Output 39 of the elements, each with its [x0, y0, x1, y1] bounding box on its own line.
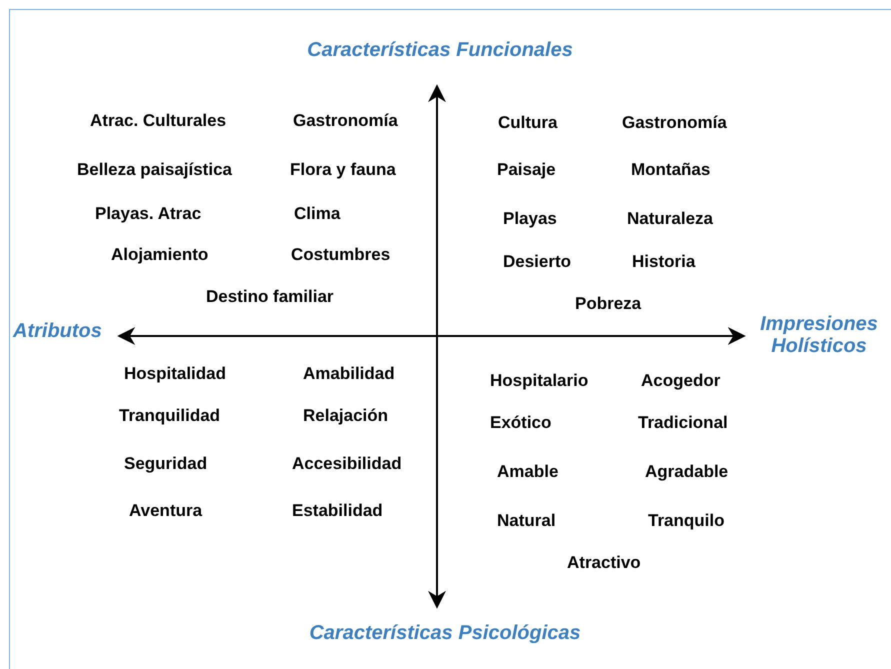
quadrant-term: Tranquilo: [648, 511, 724, 531]
quadrant-term: Accesibilidad: [292, 454, 402, 474]
quadrant-term: Hospitalario: [490, 371, 588, 391]
quadrant-term: Montañas: [631, 160, 710, 180]
axis-title: Características Psicológicas: [309, 622, 581, 644]
quadrant-term: Pobreza: [575, 294, 642, 314]
quadrant-term: Playas. Atrac: [95, 204, 202, 224]
quadrant-term: Naturaleza: [627, 209, 713, 229]
quadrant-term: Gastronomía: [293, 111, 398, 131]
quadrant-term: Playas: [503, 209, 557, 229]
quadrant-term: Alojamiento: [111, 245, 208, 265]
quadrant-term: Estabilidad: [292, 501, 383, 521]
quadrant-term: Paisaje: [497, 160, 556, 180]
axis-title: Características Funcionales: [307, 39, 573, 61]
quadrant-term: Costumbres: [291, 245, 390, 265]
quadrant-term: Amable: [497, 462, 558, 482]
quadrant-term: Gastronomía: [622, 113, 727, 133]
quadrant-term: Tranquilidad: [119, 406, 220, 426]
quadrant-term: Exótico: [490, 413, 552, 433]
quadrant-term: Cultura: [498, 113, 558, 133]
axis-title: Atributos: [13, 320, 102, 342]
quadrant-term: Destino familiar: [206, 287, 334, 307]
quadrant-term: Tradicional: [638, 413, 728, 433]
quadrant-term: Hospitalidad: [124, 364, 226, 384]
quadrant-term: Clima: [294, 204, 340, 224]
quadrant-term: Flora y fauna: [290, 160, 396, 180]
quadrant-term: Desierto: [503, 252, 572, 272]
quadrant-term: Agradable: [645, 462, 728, 482]
quadrant-term: Natural: [497, 511, 556, 531]
quadrant-term: Atrac. Culturales: [90, 111, 226, 131]
quadrant-term: Historia: [632, 252, 696, 272]
quadrant-term: Belleza paisajística: [77, 160, 232, 180]
quadrant-term: Seguridad: [124, 454, 208, 474]
quadrant-term: Acogedor: [641, 371, 720, 391]
quadrant-term: Aventura: [129, 501, 202, 521]
quadrant-term: Relajación: [303, 406, 388, 426]
quadrant-term: Atractivo: [567, 553, 641, 573]
axis-title: Impresiones Holísticos: [759, 313, 879, 357]
quadrant-term: Amabilidad: [303, 364, 395, 384]
